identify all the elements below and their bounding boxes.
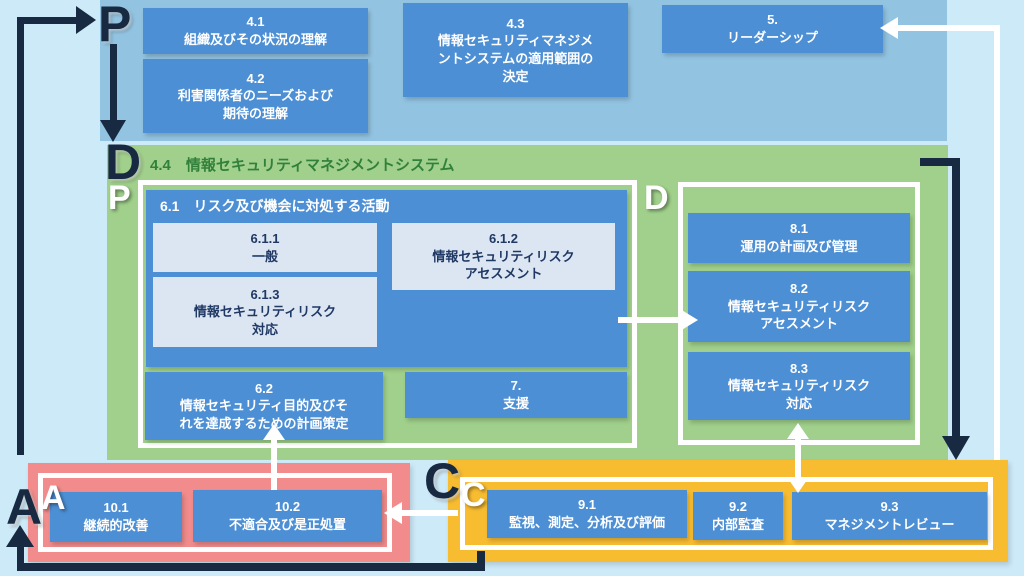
box-7-number: 7. (510, 378, 522, 394)
box-6-1-2: 6.1.2 情報セキュリティリスク アセスメント (392, 223, 615, 290)
arrow-6-1-to-8-2-head-icon (680, 309, 698, 331)
arrow-check-to-act-head-icon (6, 525, 34, 547)
box-7-label: 支援 (502, 396, 529, 411)
plan-group-frame (138, 180, 637, 448)
box-5-label: リーダーシップ (727, 30, 818, 45)
box-9-2-number: 9.2 (728, 499, 748, 515)
box-9-2: 9.2 内部監査 (693, 492, 783, 540)
box-8-1-label: 運用の計画及び管理 (740, 239, 858, 254)
box-4-3: 4.3 情報セキュリティマネジメ ントシステムの適用範囲の 決定 (403, 3, 628, 97)
arrow-check-to-act-bottom-line (17, 563, 485, 571)
arrow-8-3-check-down-head-icon (787, 477, 809, 493)
letter-act-outer: A (6, 479, 43, 535)
box-10-1-number: 10.1 (103, 500, 129, 516)
arrow-plan-to-do-head-icon (100, 120, 126, 142)
arrow-8-3-check-up-head-icon (787, 423, 809, 439)
box-9-1-label: 監視、測定、分析及び評価 (508, 515, 665, 530)
box-5-leadership: 5. リーダーシップ (662, 5, 883, 53)
box-9-2-label: 内部監査 (711, 517, 764, 532)
box-4-1: 4.1 組織及びその状況の理解 (143, 8, 368, 54)
box-9-3: 9.3 マネジメントレビュー (792, 492, 987, 540)
arrow-check-to-10-2-head-icon (384, 502, 402, 524)
box-7-support: 7. 支援 (405, 372, 627, 418)
box-8-1-number: 8.1 (789, 221, 809, 237)
arrow-act-to-plan-head-icon (76, 6, 96, 34)
arrow-check-to-10-2-line (400, 510, 458, 516)
box-6-1-1-number: 6.1.1 (250, 230, 280, 246)
letter-plan-outer: P (98, 0, 132, 52)
arrow-10-2-to-6-2-head-icon (263, 424, 285, 440)
box-9-1: 9.1 監視、測定、分析及び評価 (487, 490, 687, 538)
box-8-3-label: 情報セキュリティリスク 対応 (727, 378, 871, 411)
arrow-8-3-check-line (795, 437, 801, 479)
box-4-2: 4.2 利害関係者のニーズおよび 期待の理解 (143, 59, 368, 133)
arrow-do-to-check-head-icon (942, 436, 970, 460)
arrow-10-2-to-6-2-line (271, 438, 277, 490)
box-4-3-label: 情報セキュリティマネジメ ントシステムの適用範囲の 決定 (437, 33, 594, 84)
box-6-1-3: 6.1.3 情報セキュリティリスク 対応 (153, 277, 377, 347)
box-4-2-number: 4.2 (246, 70, 265, 86)
box-6-2-number: 6.2 (254, 380, 274, 396)
box-4-1-number: 4.1 (246, 14, 265, 30)
letter-do-outer: D (105, 134, 142, 190)
arrow-act-to-plan-vertical-line (17, 17, 24, 455)
box-9-3-number: 9.3 (880, 499, 899, 515)
box-6-1-1-label: 一般 (251, 248, 278, 264)
box-6-1-1: 6.1.1 一般 (153, 223, 377, 272)
check-group-frame (460, 477, 993, 550)
box-10-2: 10.2 不適合及び是正処置 (193, 490, 382, 542)
box-5-number: 5. (767, 12, 778, 28)
box-6-2-label: 情報セキュリティ目的及びそ れを達成するための計画策定 (179, 398, 349, 431)
box-6-1-2-label: 情報セキュリティリスク アセスメント (432, 248, 575, 282)
box-8-3-number: 8.3 (789, 360, 809, 376)
box-9-3-label: マネジメントレビュー (824, 517, 955, 532)
letter-plan-inner: P (108, 179, 131, 217)
box-8-3: 8.3 情報セキュリティリスク 対応 (688, 352, 910, 420)
box-9-1-number: 9.1 (577, 497, 597, 513)
box-10-2-number: 10.2 (274, 499, 301, 515)
box-4-3-number: 4.3 (506, 15, 525, 31)
letter-check-outer: C (424, 453, 461, 509)
box-8-1: 8.1 運用の計画及び管理 (688, 213, 910, 263)
box-4-2-label: 利害関係者のニーズおよび 期待の理解 (177, 88, 334, 121)
arrow-act-to-plan-horizontal-line (17, 17, 76, 24)
box-10-1: 10.1 継続的改善 (50, 492, 182, 542)
letter-act-inner: A (41, 479, 66, 517)
arrow-plan-to-do-line (110, 44, 117, 122)
arrow-check-to-leadership-vertical-line (994, 25, 1000, 460)
arrow-check-to-leadership-head-icon (880, 17, 898, 39)
arrow-6-1-to-8-2-line (618, 317, 682, 323)
arrow-check-to-leadership-horizontal-line (896, 25, 998, 31)
box-6-1-2-number: 6.1.2 (489, 231, 518, 247)
box-8-2-number: 8.2 (789, 281, 809, 297)
box-8-2-label: 情報セキュリティリスク アセスメント (727, 298, 871, 332)
box-8-2: 8.2 情報セキュリティリスク アセスメント (688, 271, 910, 342)
arrow-do-to-check-vertical-line (952, 158, 960, 438)
letter-do-inner: D (644, 179, 669, 217)
arrow-check-to-act-right-line (477, 551, 485, 571)
isms-title: 4.4 情報セキュリティマネジメントシステム (150, 157, 455, 174)
box-10-1-label: 継続的改善 (83, 518, 149, 533)
arrow-check-to-act-left-line (17, 547, 24, 571)
arrow-do-to-check-horizontal-line (920, 158, 960, 166)
letter-check-inner: C (461, 476, 486, 514)
box-10-2-label: 不適合及び是正処置 (228, 517, 346, 532)
box-6-1-header: 6.1 リスク及び機会に対処する活動 (160, 198, 390, 214)
box-6-1-3-number: 6.1.3 (250, 286, 280, 302)
box-6-1-3-label: 情報セキュリティリスク 対応 (193, 304, 337, 337)
box-4-1-label: 組織及びその状況の理解 (183, 32, 327, 47)
